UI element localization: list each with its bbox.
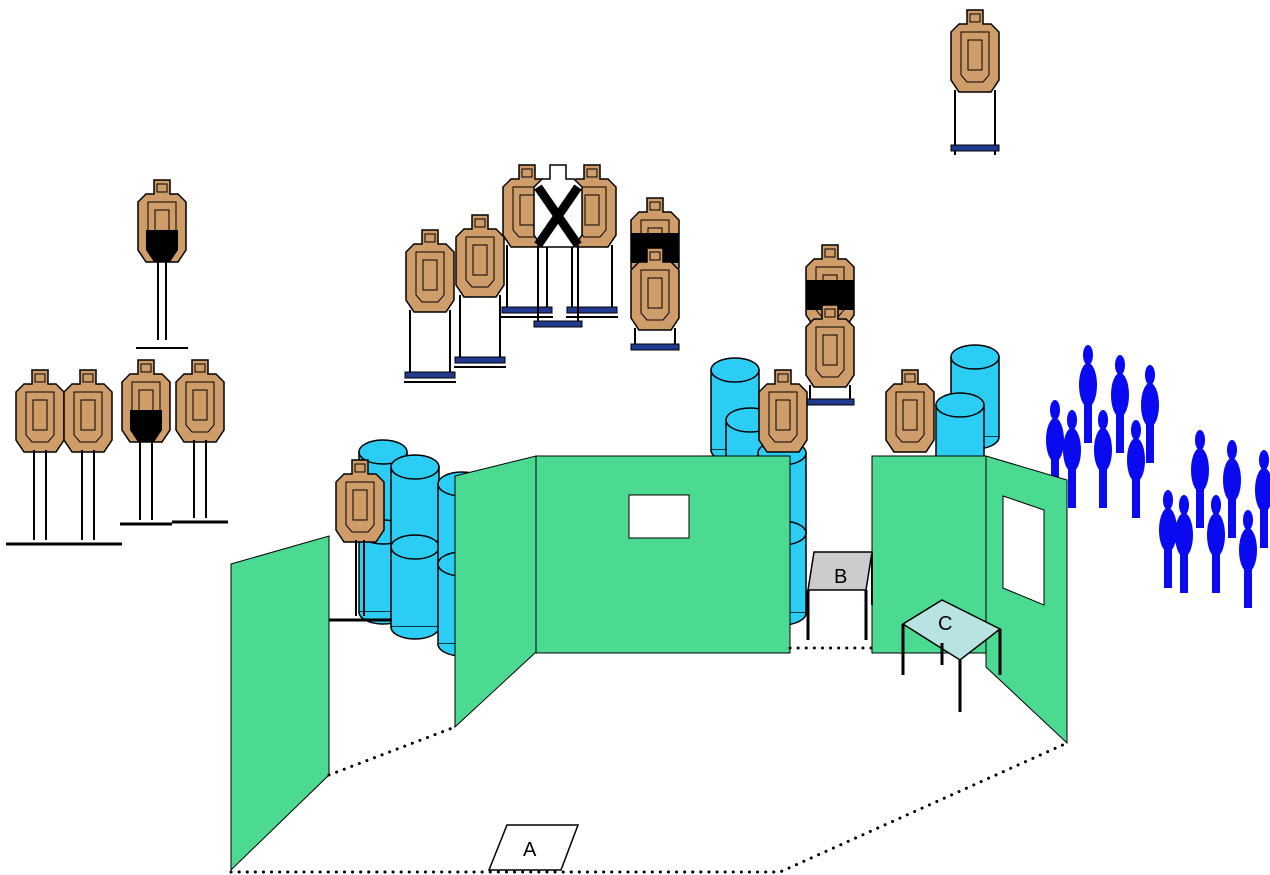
paper-target-group-right bbox=[805, 244, 855, 406]
table-b: B bbox=[806, 551, 873, 640]
wall-panel-front bbox=[535, 455, 791, 654]
paper-target-far bbox=[950, 9, 1000, 155]
start-area-a: A bbox=[487, 824, 580, 871]
start-area-a-label: A bbox=[523, 839, 537, 861]
penalty-target-group bbox=[1046, 345, 1270, 608]
paper-target-group-center bbox=[404, 164, 680, 382]
wall-panels bbox=[230, 455, 1068, 872]
table-c-label: C bbox=[938, 613, 952, 635]
port-window-front bbox=[628, 494, 690, 539]
fault-lines bbox=[229, 646, 1069, 874]
no-shoot-target-icon bbox=[533, 164, 583, 328]
wall-panel-right-angled bbox=[985, 455, 1068, 745]
wall-panel-left bbox=[230, 535, 330, 872]
paper-target-group-left bbox=[6, 359, 228, 546]
table-b-label: B bbox=[834, 566, 847, 588]
wall-panel-angled bbox=[454, 455, 537, 729]
paper-target-left-barrels bbox=[328, 459, 392, 622]
port-window-right bbox=[1002, 495, 1045, 606]
partial-target-left-tall bbox=[136, 179, 188, 349]
table-c: C bbox=[901, 599, 1002, 712]
